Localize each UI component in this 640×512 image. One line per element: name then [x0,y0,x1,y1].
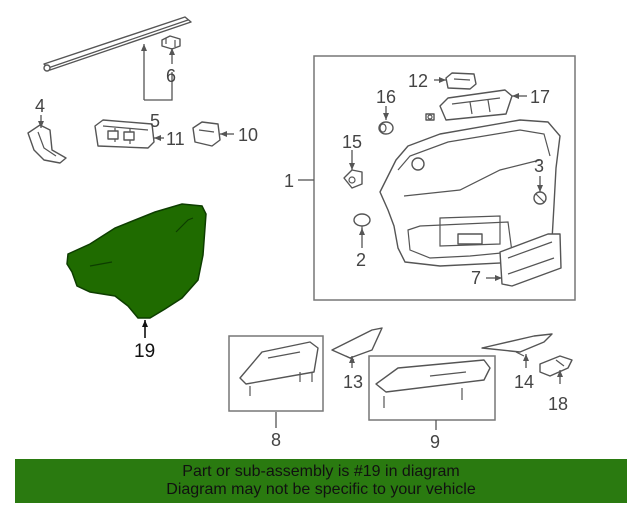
part-14-strip [481,333,553,357]
part-1-door-panel [379,119,561,267]
callout-18: 18 [548,394,568,414]
part-8-box [228,335,324,412]
leader-lines [38,44,563,430]
callout-4: 4 [35,96,45,116]
callout-16: 16 [376,87,396,107]
part-11-switch [94,119,155,149]
part-8-trim [239,341,319,396]
callout-17: 17 [530,87,550,107]
part-4-bracket [27,124,67,164]
part-7-pocket [499,233,562,287]
callout-14: 14 [514,372,534,392]
part-18-bracket [539,355,573,377]
callout-13: 13 [343,372,363,392]
part-6-clip [161,35,181,50]
screw [425,113,435,121]
info-banner: Part or sub-assembly is #19 in diagram D… [15,459,627,503]
part-9-trim [375,359,491,408]
part-5-weatherstrip [43,16,192,72]
callout-11: 11 [166,129,185,149]
part-16-cap [378,121,394,135]
callout-10: 10 [238,125,258,145]
callout-12: 12 [408,71,428,91]
part-9-box [368,355,496,421]
callout-15: 15 [342,132,362,152]
callout-6: 6 [166,66,176,86]
callout-9: 9 [430,432,440,452]
callout-1: 1 [284,171,294,191]
part-3-clip [533,191,547,205]
part-15-clip [343,169,363,189]
part-17-switch-base [439,89,513,121]
callout-5: 5 [150,111,160,131]
part-13-strip [331,327,383,361]
part-1-assembly-box [313,55,576,301]
banner-line-2: Diagram may not be specific to your vehi… [166,481,476,498]
callout-3: 3 [534,156,544,176]
banner-line-1: Part or sub-assembly is #19 in diagram [182,463,460,480]
part-19-highlighted [66,203,207,319]
callout-8: 8 [271,430,281,450]
callout-2: 2 [356,250,366,270]
part-12-switch [445,72,477,90]
part-10-switch [192,121,221,147]
callout-19: 19 [134,341,155,362]
callout-7: 7 [471,268,481,288]
